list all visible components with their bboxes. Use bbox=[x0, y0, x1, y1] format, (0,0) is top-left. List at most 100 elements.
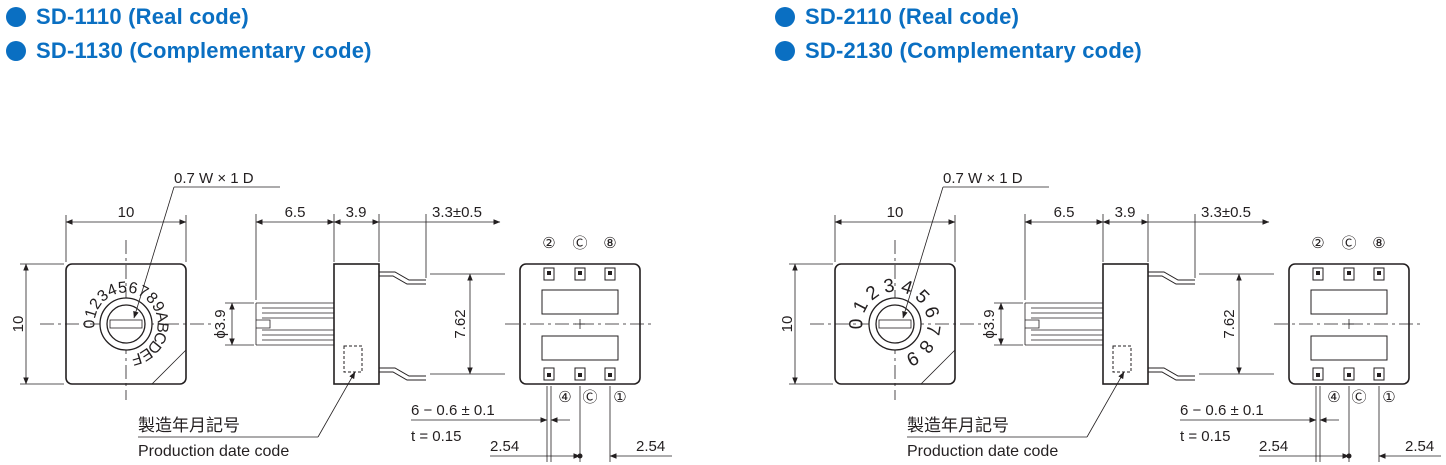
dim-height-label: 10 bbox=[779, 316, 796, 333]
dim-body-depth-label: 3.9 bbox=[1115, 204, 1136, 221]
dial-digit: 5 bbox=[117, 279, 128, 297]
heading-sd2110: SD-2110 (Real code) bbox=[775, 2, 1019, 32]
dim-pin-span-label: 7.62 bbox=[452, 309, 469, 338]
bullet-icon bbox=[6, 7, 26, 27]
date-code-jp: 製造年月記号 bbox=[138, 416, 240, 435]
heading-text: SD-1130 (Complementary code) bbox=[36, 38, 372, 63]
dim-width-label: 10 bbox=[118, 204, 135, 221]
side-view: 6.5 3.9 3.3±0.5 ϕ3.9 製造年月記号 Production d… bbox=[138, 204, 501, 460]
dim-shaft-label: ϕ3.9 bbox=[981, 309, 998, 338]
pin-label: ② bbox=[542, 235, 555, 252]
bottom-view: ② Ⓒ ⑧ ④ Ⓒ ① 7.62 6 − 0.6 ± 0.1 t = 0.15 … bbox=[1180, 235, 1441, 462]
datum-dot bbox=[1346, 453, 1352, 459]
leader-line bbox=[317, 371, 356, 438]
date-code-en: Production date code bbox=[138, 443, 289, 460]
slot-label: 0.7 W × 1 D bbox=[174, 170, 254, 187]
pin-label: ① bbox=[613, 389, 626, 406]
date-code-jp: 製造年月記号 bbox=[907, 416, 1009, 435]
lead-top bbox=[379, 271, 426, 285]
dim-pitch-right-label: 2.54 bbox=[1405, 438, 1434, 455]
dial-digit: A bbox=[152, 310, 171, 324]
dim-pins-label: 6 − 0.6 ± 0.1 bbox=[1180, 402, 1264, 419]
dim-pin-span-label: 7.62 bbox=[1221, 309, 1238, 338]
pin-squares bbox=[543, 267, 616, 381]
slot-label: 0.7 W × 1 D bbox=[943, 170, 1023, 187]
pin-label: ② bbox=[1311, 235, 1324, 252]
dim-body-depth-label: 3.9 bbox=[346, 204, 367, 221]
pin-label: ⑧ bbox=[1372, 235, 1385, 252]
pin-label: ⑧ bbox=[603, 235, 616, 252]
dim-body-length-label: 6.5 bbox=[285, 204, 306, 221]
rotor-slot bbox=[109, 319, 143, 329]
rotor-inner bbox=[106, 304, 146, 344]
dim-pitch-left-label: 2.54 bbox=[1259, 438, 1288, 455]
bullet-icon bbox=[775, 41, 795, 61]
pad-bottom bbox=[541, 335, 619, 361]
pin-squares bbox=[1312, 267, 1385, 381]
pin-label: Ⓒ bbox=[582, 389, 597, 406]
heading-text: SD-2110 (Real code) bbox=[805, 4, 1020, 29]
dim-thickness-label: t = 0.15 bbox=[1180, 428, 1230, 445]
pin-label: Ⓒ bbox=[1341, 235, 1356, 252]
knurl-lines bbox=[1031, 307, 1103, 341]
knurl-lines bbox=[262, 307, 334, 341]
pad-top bbox=[1310, 289, 1388, 315]
dim-pins-label: 6 − 0.6 ± 0.1 bbox=[411, 402, 495, 419]
heading-sd1110: SD-1110 (Real code) bbox=[6, 2, 249, 32]
dim-height-label: 10 bbox=[10, 316, 27, 333]
dim-lead-label: 3.3±0.5 bbox=[432, 204, 482, 221]
lead-bottom bbox=[1148, 367, 1195, 381]
rotor-slot bbox=[878, 319, 912, 329]
pin-label: Ⓒ bbox=[572, 235, 587, 252]
leader-line bbox=[133, 186, 175, 319]
heading-text: SD-1110 (Real code) bbox=[36, 4, 249, 29]
dim-shaft-label: ϕ3.9 bbox=[212, 309, 229, 338]
chamfer-line bbox=[920, 349, 956, 385]
lead-bottom bbox=[379, 367, 426, 381]
shaft-outline bbox=[1024, 302, 1103, 346]
dim-lead-label: 3.3±0.5 bbox=[1201, 204, 1251, 221]
pin-label: ④ bbox=[558, 389, 571, 406]
dial-digit: 7 bbox=[921, 323, 943, 337]
shaft-slot bbox=[256, 319, 271, 329]
heading-text: SD-2130 (Complementary code) bbox=[805, 38, 1142, 63]
heading-sd2130: SD-2130 (Complementary code) bbox=[775, 36, 1142, 66]
dial-digit: B bbox=[153, 321, 171, 333]
dim-width-label: 10 bbox=[887, 204, 904, 221]
rotor-inner bbox=[875, 304, 915, 344]
bullet-icon bbox=[775, 7, 795, 27]
pin-label: Ⓒ bbox=[1351, 389, 1366, 406]
leader-line bbox=[902, 186, 944, 319]
lead-top bbox=[1148, 271, 1195, 285]
pad-top bbox=[541, 289, 619, 315]
dial-digit: 3 bbox=[882, 275, 896, 297]
pad-bottom bbox=[1310, 335, 1388, 361]
dim-pitch-right-label: 2.54 bbox=[636, 438, 665, 455]
dial-digit: 0 bbox=[847, 319, 868, 330]
heading-sd1130: SD-1130 (Complementary code) bbox=[6, 36, 372, 66]
dial-digit: 0 bbox=[82, 319, 99, 328]
datum-dot bbox=[577, 453, 583, 459]
dim-body-length-label: 6.5 bbox=[1054, 204, 1075, 221]
pin-label: ① bbox=[1382, 389, 1395, 406]
side-body bbox=[1102, 263, 1149, 385]
side-view: 6.5 3.9 3.3±0.5 ϕ3.9 製造年月記号 Production d… bbox=[907, 204, 1270, 460]
bottom-view: ② Ⓒ ⑧ ④ Ⓒ ① 7.62 6 − 0.6 ± 0.1 t = 0.15 … bbox=[411, 235, 672, 462]
chamfer-line bbox=[151, 349, 187, 385]
date-code-en: Production date code bbox=[907, 443, 1058, 460]
dim-thickness-label: t = 0.15 bbox=[411, 428, 461, 445]
dial-digit: 6 bbox=[127, 279, 139, 297]
dim-pitch-left-label: 2.54 bbox=[490, 438, 519, 455]
side-body bbox=[333, 263, 380, 385]
pin-label: ④ bbox=[1327, 389, 1340, 406]
bullet-icon bbox=[6, 41, 26, 61]
shaft-outline bbox=[255, 302, 334, 346]
shaft-slot bbox=[1025, 319, 1040, 329]
leader-line bbox=[1086, 371, 1125, 438]
